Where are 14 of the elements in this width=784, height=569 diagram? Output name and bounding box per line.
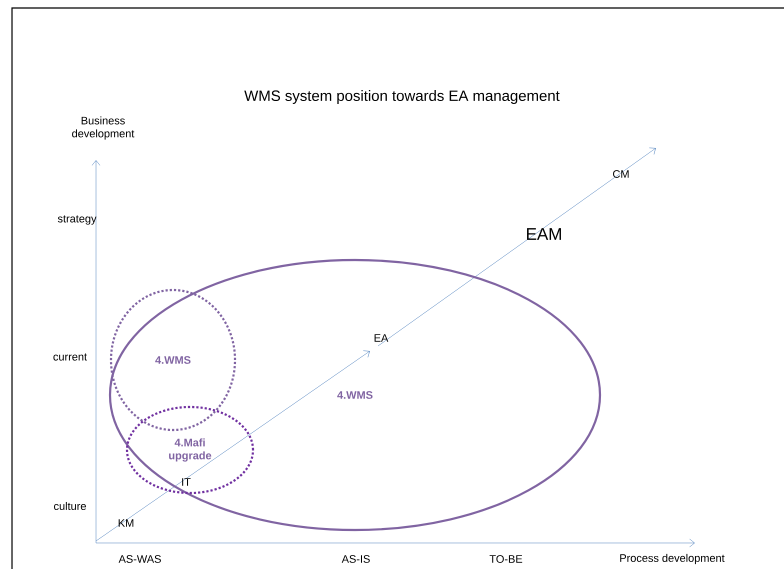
axis-label: culture <box>54 502 86 510</box>
axis-label: EA <box>374 334 388 342</box>
axis-label: strategy <box>58 215 96 225</box>
axis-label: Process development <box>620 554 725 564</box>
axis-label: EAM <box>527 228 561 240</box>
axis-label: CM <box>613 170 629 178</box>
axis-label: current <box>53 353 87 361</box>
title: WMS system position towards EA management <box>244 90 560 104</box>
axis-label: AS-IS <box>342 555 370 563</box>
axis-label: KM <box>118 519 134 527</box>
axis-label: Business development <box>72 116 134 140</box>
axis-label: AS-WAS <box>118 555 161 563</box>
axis-label: IT <box>182 478 191 486</box>
axis-label: TO-BE <box>490 555 522 563</box>
